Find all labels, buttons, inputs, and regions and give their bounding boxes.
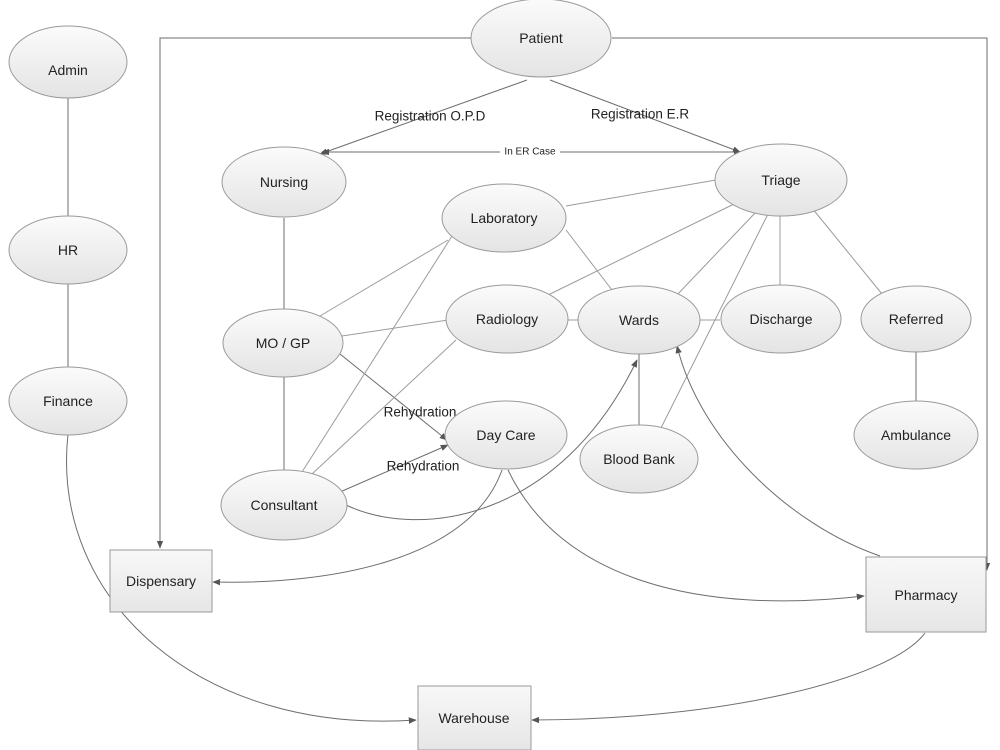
- edge-laboratory-wards: [565, 229, 613, 291]
- edge-label-in-er-case-bg: [500, 146, 560, 158]
- node-label-day-care: Day Care: [476, 427, 535, 443]
- node-admin[interactable]: Admin: [8, 25, 128, 99]
- edges: [66, 37, 991, 724]
- edge-consultant-laboratory: [301, 235, 453, 473]
- node-label-wards: Wards: [619, 312, 659, 328]
- edge-label-rehydration-consultant: Rehydration: [387, 459, 460, 474]
- edge-consultant-daycare: [339, 444, 449, 493]
- edge-radiology-triage: [545, 203, 735, 297]
- edge-triage-bloodbank: [659, 213, 769, 431]
- node-label-radiology: Radiology: [476, 311, 538, 327]
- edge-pharmacy-wards: [675, 345, 881, 557]
- edge-patient-dispensary: [156, 37, 472, 549]
- edge-triage-referred: [811, 207, 883, 295]
- nodes: Patient Admin HR Finance Nursing Triage …: [8, 0, 987, 750]
- node-label-laboratory: Laboratory: [471, 210, 538, 226]
- node-label-ambulance: Ambulance: [881, 427, 951, 443]
- node-label-referred: Referred: [889, 311, 943, 327]
- node-label-hr: HR: [58, 242, 78, 258]
- node-patient[interactable]: Patient: [470, 0, 612, 78]
- edge-patient-triage: [549, 79, 741, 153]
- edge-label-registration-opd: Registration O.P.D: [375, 109, 486, 124]
- node-finance[interactable]: Finance: [8, 366, 128, 436]
- edge-wards-triage: [675, 211, 757, 297]
- node-warehouse[interactable]: Warehouse: [417, 685, 532, 750]
- node-label-finance: Finance: [43, 393, 93, 409]
- edge-mogp-daycare: [339, 353, 448, 441]
- edge-consultant-radiology: [311, 339, 457, 475]
- edge-label-rehydration-mogp: Rehydration: [384, 405, 457, 420]
- edge-patient-nursing: [319, 79, 528, 155]
- node-label-discharge: Discharge: [749, 311, 812, 327]
- node-label-admin: Admin: [48, 62, 88, 78]
- node-label-nursing: Nursing: [260, 174, 308, 190]
- node-consultant[interactable]: Consultant: [220, 469, 348, 541]
- node-blood-bank[interactable]: Blood Bank: [579, 424, 699, 494]
- edge-finance-warehouse: [66, 433, 417, 724]
- node-pharmacy[interactable]: Pharmacy: [865, 556, 987, 633]
- node-discharge[interactable]: Discharge: [720, 284, 842, 354]
- node-label-warehouse: Warehouse: [438, 710, 509, 726]
- node-label-pharmacy: Pharmacy: [894, 587, 957, 603]
- edge-label-registration-er: Registration E.R: [591, 107, 690, 122]
- node-day-care[interactable]: Day Care: [444, 400, 568, 470]
- node-dispensary[interactable]: Dispensary: [109, 549, 213, 613]
- node-label-consultant: Consultant: [251, 497, 318, 513]
- edge-mogp-laboratory: [319, 239, 449, 317]
- node-referred[interactable]: Referred: [860, 285, 972, 353]
- node-triage[interactable]: Triage: [714, 143, 848, 217]
- node-label-blood-bank: Blood Bank: [603, 451, 676, 467]
- edge-daycare-dispensary: [212, 469, 503, 586]
- edge-daycare-pharmacy: [507, 469, 865, 602]
- edge-patient-pharmacy: [612, 37, 991, 571]
- node-label-mo-gp: MO / GP: [256, 335, 310, 351]
- node-nursing[interactable]: Nursing: [221, 146, 347, 218]
- node-radiology[interactable]: Radiology: [445, 284, 569, 354]
- node-label-triage: Triage: [761, 172, 800, 188]
- node-label-dispensary: Dispensary: [126, 573, 196, 589]
- node-laboratory[interactable]: Laboratory: [441, 183, 567, 253]
- edge-laboratory-triage: [565, 179, 717, 207]
- node-ambulance[interactable]: Ambulance: [853, 400, 979, 470]
- node-wards[interactable]: Wards: [577, 285, 701, 355]
- edge-mogp-radiology: [341, 319, 449, 337]
- edge-pharmacy-warehouse: [531, 632, 926, 724]
- edge-label-in-er-case: In ER Case: [504, 147, 556, 158]
- edge-consultant-wards: [345, 359, 638, 521]
- node-hr[interactable]: HR: [8, 215, 128, 285]
- node-label-patient: Patient: [519, 30, 563, 46]
- node-mo-gp[interactable]: MO / GP: [222, 308, 344, 378]
- edge-labels: Registration O.P.D Registration E.R In E…: [375, 107, 690, 474]
